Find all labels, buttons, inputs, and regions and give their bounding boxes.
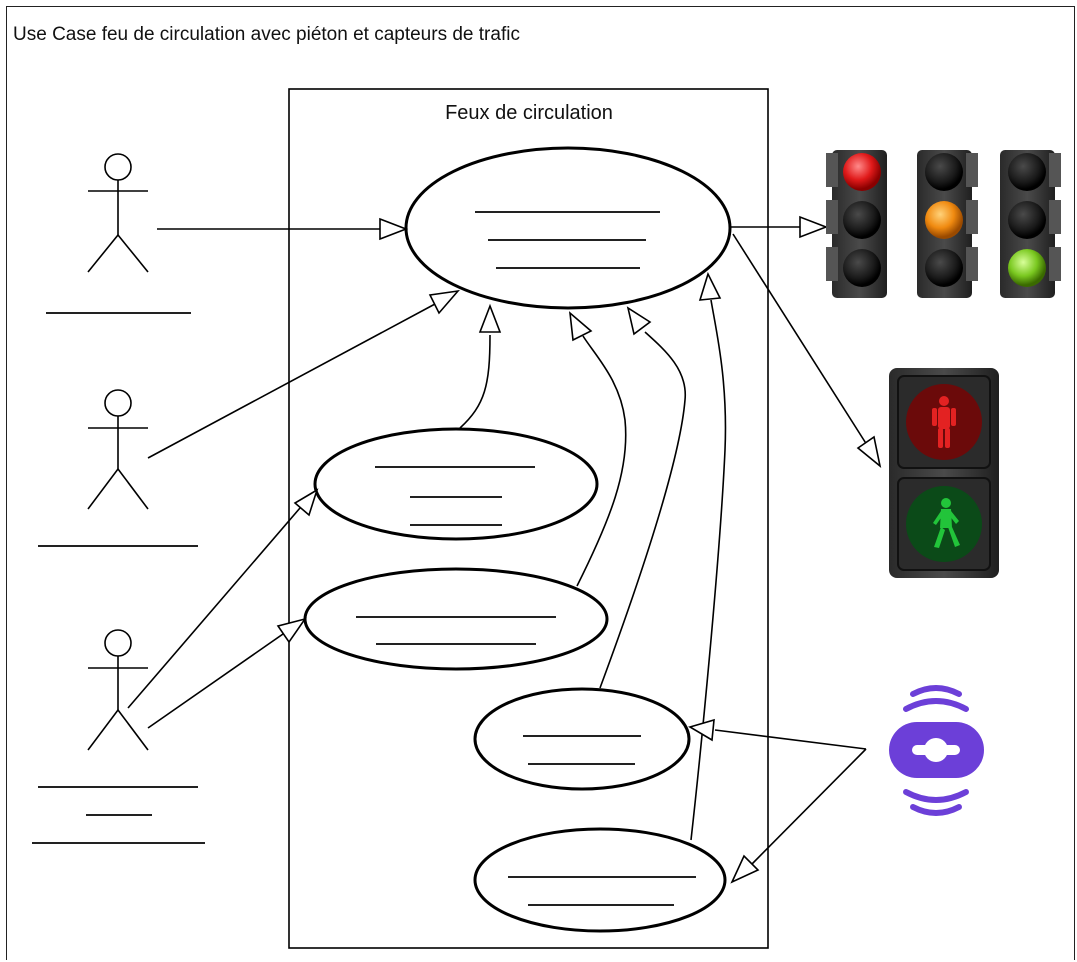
- association-main-pedestrian-light: [732, 233, 882, 469]
- pedestrian-green-figure: [933, 498, 960, 548]
- association-main-traffic-lights: [730, 215, 829, 239]
- association-actor1-main: [157, 217, 409, 241]
- relation-uc3-main: [568, 311, 627, 587]
- relation-uc4-main: [599, 306, 686, 689]
- actor-2: [87, 389, 149, 510]
- traffic-light-orange: [917, 150, 978, 298]
- diagram-frame: [6, 6, 1075, 960]
- diagram-title: Use Case feu de circulation avec piéton …: [13, 24, 520, 45]
- system-boundary-title: Feux de circulation: [445, 102, 613, 124]
- use-case-main: [404, 146, 732, 310]
- use-case-4: [473, 687, 691, 791]
- association-actor3-uc3: [147, 617, 307, 729]
- actor-1: [87, 153, 149, 273]
- system-boundary: [288, 88, 769, 949]
- use-case-3: [303, 567, 609, 671]
- actor-3: [87, 629, 149, 751]
- association-sensor-uc5: [730, 748, 867, 884]
- traffic-light-icon: [826, 150, 1061, 298]
- traffic-sensor-icon: [889, 685, 984, 816]
- use-case-2: [313, 427, 599, 541]
- association-actor2-main: [147, 289, 461, 459]
- traffic-light-green: [1000, 150, 1061, 298]
- pedestrian-signal-icon: [889, 368, 999, 578]
- pedestrian-red-figure: [932, 396, 956, 448]
- association-actor3-uc2: [127, 488, 319, 709]
- association-sensor-uc4: [688, 718, 867, 750]
- relation-uc2-main: [459, 303, 502, 429]
- relation-uc5-main: [690, 271, 727, 841]
- traffic-light-red: [826, 150, 887, 298]
- actor-3-label: [32, 786, 205, 844]
- use-case-5: [473, 827, 727, 933]
